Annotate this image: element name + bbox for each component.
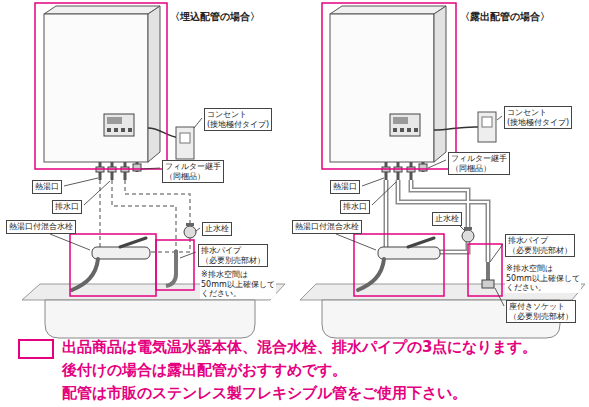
display xyxy=(393,117,408,124)
faucet-spout xyxy=(358,259,384,290)
stop-valve-handle xyxy=(186,223,194,226)
callout-box: 排水口 xyxy=(340,200,370,214)
stop-valve-handle xyxy=(464,227,472,230)
heater-top xyxy=(330,6,446,14)
heater-side xyxy=(148,6,160,162)
button xyxy=(407,128,411,132)
callout-text: 排水パイプ （必要別売部材） xyxy=(508,236,572,255)
notice-text: 配管は市販のステンレス製フレキシブル管をご使用下さい。 xyxy=(62,384,467,402)
button xyxy=(128,128,132,132)
filter-joint xyxy=(419,164,427,171)
callout-text: 排水口 xyxy=(55,202,79,212)
notice-text: 後付けの場合は露出配管がおすすめです。 xyxy=(62,361,347,379)
outlet xyxy=(176,127,194,159)
stop-valve xyxy=(462,230,474,242)
product-highlight xyxy=(70,234,156,296)
mixer-faucet xyxy=(378,247,440,259)
callout-box: 排水口 xyxy=(52,200,82,214)
outlet-socket xyxy=(180,133,190,143)
outlet xyxy=(478,112,496,142)
callout-box: 熱湯口付混合水栓 xyxy=(6,220,76,234)
callout-box: 止水栓 xyxy=(202,222,232,236)
filter-joint xyxy=(133,164,141,171)
callout-box: コンセント (接地極付タイプ) xyxy=(204,108,272,131)
button xyxy=(393,128,397,132)
callout-text: 熱湯口 xyxy=(333,182,357,192)
heater-front xyxy=(44,14,148,162)
callout-text: 熱湯口付混合水栓 xyxy=(9,222,73,232)
callout-text: 止水栓 xyxy=(205,224,229,234)
socket xyxy=(482,280,494,288)
control-panel xyxy=(390,114,420,136)
control-panel xyxy=(104,114,134,136)
callout-box: 熱湯口 xyxy=(330,180,360,194)
display xyxy=(107,117,122,124)
callout-text: 熱湯口付混合水栓 xyxy=(295,222,359,232)
callout-box: コンセント (接地極付タイプ) xyxy=(504,106,572,129)
drain-pipe xyxy=(166,250,176,286)
sink-basin xyxy=(45,300,255,338)
callout-text: フィルター継手 （同梱品） xyxy=(165,162,221,181)
callout-box: 排水パイプ （必要別売部材） xyxy=(505,234,575,257)
callout-text: 止水栓 xyxy=(435,214,459,224)
callout-text: コンセント (接地極付タイプ) xyxy=(207,110,269,129)
product-highlight xyxy=(35,3,167,169)
power-cord xyxy=(434,127,480,130)
heater-front xyxy=(330,14,434,162)
callout-text: フィルター継手 （同梱品） xyxy=(451,154,507,173)
button xyxy=(114,128,118,132)
mixer-faucet xyxy=(92,247,150,259)
button xyxy=(414,128,418,132)
callout-text: 座付きソケット （必要別売部材） xyxy=(509,302,573,321)
note-text: ※排水空間は 50mm以上確保して ください。 xyxy=(505,264,581,293)
callout-box: 熱湯口付混合水栓 xyxy=(292,220,362,234)
legend-text: 出品商品は電気温水器本体、混合水栓、排水パイプの3点になります。 xyxy=(62,338,537,356)
product-highlight xyxy=(354,234,444,296)
button xyxy=(400,128,404,132)
outlet-socket xyxy=(482,117,492,127)
legend-swatch xyxy=(18,339,54,359)
callout-box: 排水パイプ （必要別売部材） xyxy=(198,244,268,267)
heater-side xyxy=(434,6,446,162)
callout-box: フィルター継手 （同梱品） xyxy=(162,160,224,183)
stop-valve xyxy=(184,226,196,238)
product-highlight xyxy=(322,3,456,169)
callout-box: フィルター継手 （同梱品） xyxy=(448,152,510,175)
callout-box: 熱湯口 xyxy=(32,180,62,194)
leader-line xyxy=(50,116,504,306)
drain-pipe xyxy=(486,262,490,280)
fitting-pipes xyxy=(386,162,423,180)
callout-text: 熱湯口 xyxy=(35,182,59,192)
embedded-pipe xyxy=(100,180,190,252)
callout-text: コンセント (接地極付タイプ) xyxy=(507,108,569,127)
panel-heading: 〈埋込配管の場合〉 xyxy=(170,10,260,24)
callout-box: 止水栓 xyxy=(432,212,462,226)
callout-box: 座付きソケット （必要別売部材） xyxy=(506,300,576,323)
button xyxy=(107,128,111,132)
panel-heading: 〈露出配管の場合〉 xyxy=(460,10,550,24)
faucet-lever xyxy=(120,238,146,247)
heater-top xyxy=(44,6,160,14)
fitting-pipes xyxy=(100,162,137,180)
callout-text: 排水口 xyxy=(343,202,367,212)
power-cord xyxy=(148,128,180,138)
product-highlight xyxy=(156,240,194,290)
note-text: ※排水空間は 50mm以上確保して ください。 xyxy=(200,270,276,299)
button xyxy=(121,128,125,132)
faucet-spout xyxy=(72,259,98,290)
faucet-lever xyxy=(408,238,434,247)
callout-text: 排水パイプ （必要別売部材） xyxy=(201,246,265,265)
